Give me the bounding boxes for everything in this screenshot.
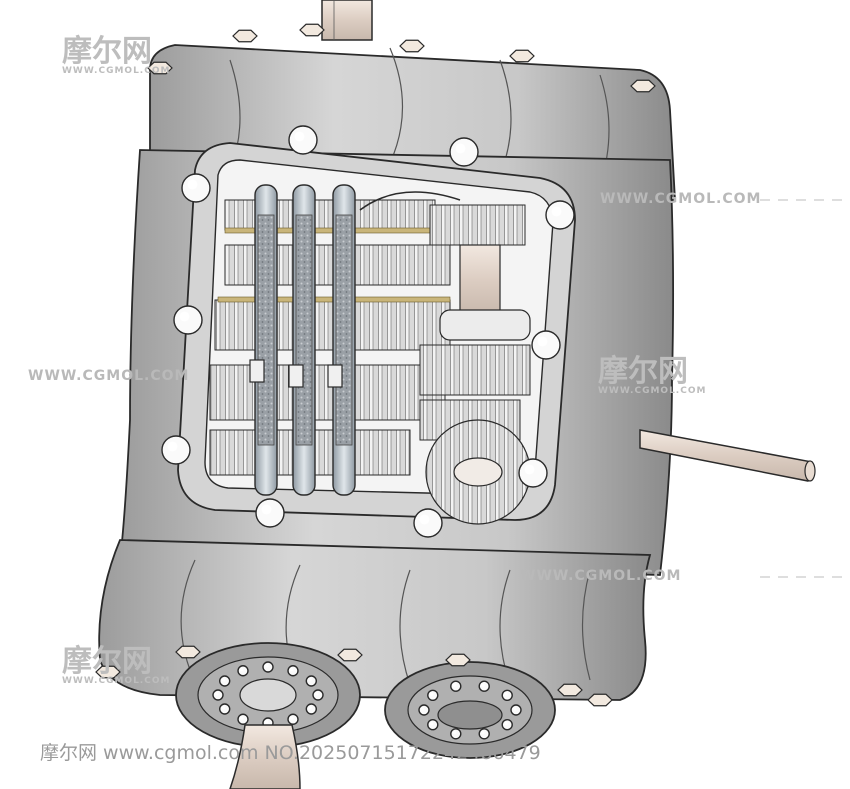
cap-bolt — [237, 665, 249, 677]
flange-hex-bolt — [630, 79, 656, 93]
flange-hex-bolt — [232, 29, 258, 43]
window-bolt — [449, 137, 479, 167]
cap-bolt — [501, 689, 513, 702]
cap-bolt — [305, 703, 318, 715]
cap-bolt — [237, 713, 249, 725]
cap-bolt — [305, 675, 318, 687]
cap-bolt — [418, 704, 430, 716]
cap-bolt — [427, 718, 439, 731]
end-cap-right — [384, 661, 556, 759]
window-bolt — [181, 173, 211, 203]
watermark-dashes — [760, 199, 850, 578]
flange-bolts — [147, 23, 656, 93]
output-shaft — [229, 724, 301, 789]
lower-hex-bolt — [587, 693, 613, 707]
cap-bolt — [478, 728, 490, 740]
end-cap-bolts — [95, 645, 613, 740]
cap-bolt — [287, 665, 299, 677]
cap-bolt — [312, 689, 324, 701]
input-shaft — [321, 0, 373, 41]
lower-hex-bolt — [337, 648, 363, 662]
cap-bolt — [287, 713, 299, 725]
window-bolt — [531, 330, 561, 360]
flange-hex-bolt — [299, 23, 325, 37]
flange-hex-bolt — [399, 39, 425, 53]
window-bolt — [173, 305, 203, 335]
cap-bolt — [501, 718, 513, 731]
flange-hex-bolt — [147, 61, 173, 75]
cap-bolt — [427, 689, 439, 702]
lower-hex-bolt — [445, 653, 471, 667]
cap-bolt — [450, 728, 462, 740]
cap-bolt — [212, 689, 224, 701]
watermark-footer: 摩尔网 www.cgmol.com NO.2025071517224248647… — [40, 742, 541, 764]
lower-hex-bolt — [95, 665, 121, 679]
window-bolt — [413, 508, 443, 538]
lower-hex-bolt — [557, 683, 583, 697]
cap-bolt — [218, 675, 231, 687]
cap-bolt — [262, 661, 274, 673]
side-shaft — [639, 429, 816, 482]
end-cap-left — [175, 642, 361, 748]
flange-hex-bolt — [509, 49, 535, 63]
window-bolt — [288, 125, 318, 155]
lower-hex-bolt — [175, 645, 201, 659]
cap-bolt — [450, 680, 462, 692]
cap-bolt — [218, 703, 231, 715]
window-bolt — [255, 498, 285, 528]
window-bolts — [161, 125, 575, 538]
cap-bolt — [510, 704, 522, 716]
window-bolt — [518, 458, 548, 488]
window-bolt — [161, 435, 191, 465]
window-bolt — [545, 200, 575, 230]
cap-bolt — [478, 680, 490, 692]
shift-rods — [249, 184, 356, 496]
